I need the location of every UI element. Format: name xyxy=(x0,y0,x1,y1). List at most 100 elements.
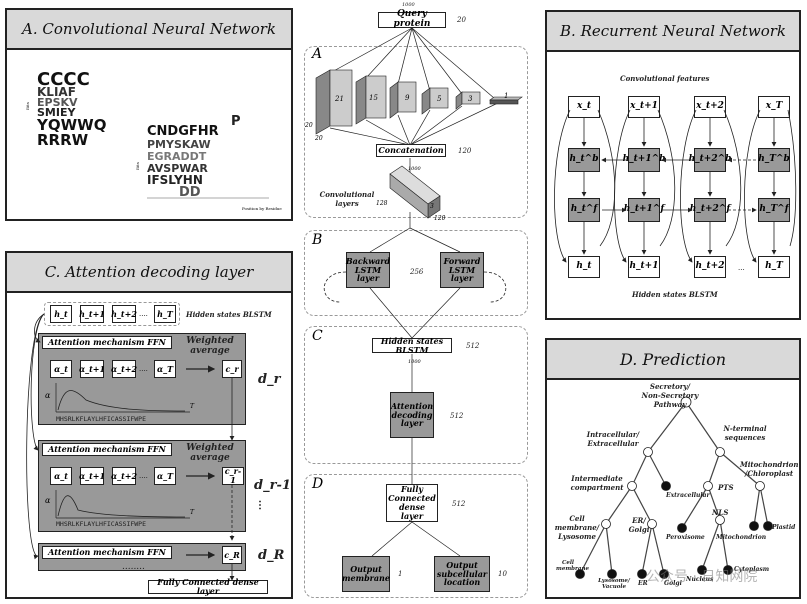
block-dots: ........ xyxy=(122,562,145,572)
alpha-t2-2: α_t+2 xyxy=(111,467,137,485)
label-nterminal: N-terminal sequences xyxy=(723,424,767,442)
watermark: 公众号 · 日知网院 xyxy=(646,569,758,585)
hf-t2: h_t+2^f xyxy=(690,198,730,222)
panel-a: A. Convolutional Neural Network CCCC KLI… xyxy=(5,8,293,221)
x-T: x_T xyxy=(758,96,790,118)
label-golgi: Golgi xyxy=(664,580,682,587)
svg-text:SMIEY: SMIEY xyxy=(37,106,76,119)
rnn-footer: Hidden states BLSTM xyxy=(632,290,718,299)
rnn-ellipsis: ... xyxy=(738,264,745,272)
label-peroxisome: Peroxisome xyxy=(666,534,705,541)
panel-d-title: D. Prediction xyxy=(547,340,799,380)
section-b-label: B xyxy=(312,232,323,248)
hidden-states-label: Hidden states BLSTM xyxy=(186,310,272,319)
label-intracellular: Intracellular/ Extracellular xyxy=(586,430,640,448)
d-R-label: d_R xyxy=(258,548,285,563)
label-er: ER xyxy=(638,580,648,587)
svg-text:CCCC: CCCC xyxy=(37,69,90,90)
label-lysosome: Lysosome/ Vacuole xyxy=(598,578,630,590)
label-mitochondrion: Mitochondrion xyxy=(716,534,767,541)
attention-decoding-box: Attention decoding layer xyxy=(390,392,434,438)
panel-c-title: C. Attention decoding layer xyxy=(7,253,291,293)
ffn-label-1: Attention mechanism FFN xyxy=(42,336,172,349)
h-t: h_t xyxy=(568,256,600,278)
context-cr-1: c_r-1 xyxy=(222,467,244,485)
svg-text:Bits: Bits xyxy=(25,102,30,110)
out2-num: 10 xyxy=(498,570,507,578)
svg-text:EPSKV: EPSKV xyxy=(37,96,78,109)
sequence-1: MHSRLKFLAYLHFICASSIFWPE xyxy=(56,415,147,423)
panel-a-title: A. Convolutional Neural Network xyxy=(7,10,291,50)
output-membrane: Output membrane xyxy=(342,556,390,592)
svg-text:AVSPWAR: AVSPWAR xyxy=(147,162,208,175)
concatenation-box: Concatenation xyxy=(376,144,446,157)
context-cR: c_R xyxy=(222,546,242,564)
label-extracellular: Extracellular xyxy=(666,492,710,499)
svg-text:Position by Residue: Position by Residue xyxy=(242,206,282,211)
hidden-state-ht2: h_t+2 xyxy=(111,305,137,323)
svg-text:P: P xyxy=(231,114,241,129)
alpha-t2-1: α_t+2 xyxy=(111,360,137,378)
alpha-t1-2: α_t+1 xyxy=(79,467,105,485)
svg-text:KLIAF: KLIAF xyxy=(37,85,76,99)
ffn-label-3: Attention mechanism FFN xyxy=(42,546,172,559)
hf-t: h_t^f xyxy=(568,198,600,222)
svg-text:Bits: Bits xyxy=(135,162,140,170)
hb-t2: h_t+2^b xyxy=(689,148,731,172)
hidden-state-ht: h_t xyxy=(50,305,72,323)
alpha-t-1: α_t xyxy=(50,360,72,378)
sequence-logos: CCCC KLIAF EPSKV SMIEY YQWWQ RRRW Bits C… xyxy=(25,68,282,211)
lstm-num: 256 xyxy=(410,268,424,276)
alpha-T-2: α_T xyxy=(154,467,176,485)
section-d-label: D xyxy=(312,476,324,492)
query-top: 1000 xyxy=(402,2,415,8)
att-num: 512 xyxy=(450,412,464,420)
svg-text:CNDGFHR: CNDGFHR xyxy=(147,124,219,139)
alpha-t1-1: α_t+1 xyxy=(79,360,105,378)
d-r-1-label: d_r-1 xyxy=(254,478,291,493)
hidden-state-ellipsis: .... xyxy=(139,310,148,318)
section-a-label: A xyxy=(312,46,323,62)
section-c-label: C xyxy=(312,328,323,344)
sequence-logo-2: CNDGFHR PMYSKAW EGRADDT AVSPWAR IFSLYHN … xyxy=(135,114,282,211)
label-er-golgi: ER/ Golgi xyxy=(628,516,650,534)
svg-text:YQWWQ: YQWWQ xyxy=(36,116,106,134)
svg-text:IFSLYHN: IFSLYHN xyxy=(147,173,203,187)
ffn-label-2: Attention mechanism FFN xyxy=(42,443,172,456)
output-subcellular: Output subcellular location xyxy=(434,556,490,592)
alpha-ellipsis-1: .... xyxy=(139,365,148,373)
alpha-ellipsis-2: .... xyxy=(139,472,148,480)
label-mito-chloro: Mitochondrion /Chloroplast xyxy=(740,460,799,478)
concat-num: 120 xyxy=(458,147,472,155)
fc-dense-box: Fully Connected dense layer xyxy=(386,484,438,522)
context-cr: c_r xyxy=(222,360,242,378)
forward-lstm: Forward LSTM layer xyxy=(440,252,484,288)
label-cell-membrane: Cell membrane xyxy=(556,560,589,572)
label-cellmem-lyso: Cell membrane/ Lysosome xyxy=(554,514,600,541)
label-secretory: Secretory/ Non-Secretory Pathway xyxy=(641,382,699,409)
x-t: x_t xyxy=(568,96,600,118)
panel-b-title: B. Recurrent Neural Network xyxy=(547,12,799,52)
hidden-states-box: Hidden states BLSTM xyxy=(372,336,452,354)
hb-T: h_T^b xyxy=(758,148,790,172)
label-nls: NLS xyxy=(712,508,729,517)
label-plastid: Plastid xyxy=(772,524,796,531)
weighted-average-2: Weighted average xyxy=(186,443,234,463)
hidden-states-group xyxy=(44,302,180,326)
hf-T: h_T^f xyxy=(758,198,790,222)
x-t1: x_t+1 xyxy=(628,96,660,118)
final-dense-layer: Fully Connected dense layer xyxy=(148,578,268,595)
hidden-state-ht1: h_t+1 xyxy=(79,305,105,323)
label-pts: PTS xyxy=(718,483,734,492)
svg-text:RRRW: RRRW xyxy=(37,131,89,149)
h-t1: h_t+1 xyxy=(628,256,660,278)
d-r-label: d_r xyxy=(258,372,281,387)
label-nucleus: Nucleus xyxy=(686,576,714,583)
hidden-num: 512 xyxy=(466,342,480,350)
hf-t1: h_t+1^f xyxy=(624,198,664,222)
label-intermediate: Intermediate compartment xyxy=(570,474,624,492)
panel-c: C. Attention decoding layer xyxy=(5,251,293,599)
weighted-average-1: Weighted average xyxy=(186,336,234,356)
section-d xyxy=(304,474,528,598)
alpha-T-1: α_T xyxy=(154,360,176,378)
